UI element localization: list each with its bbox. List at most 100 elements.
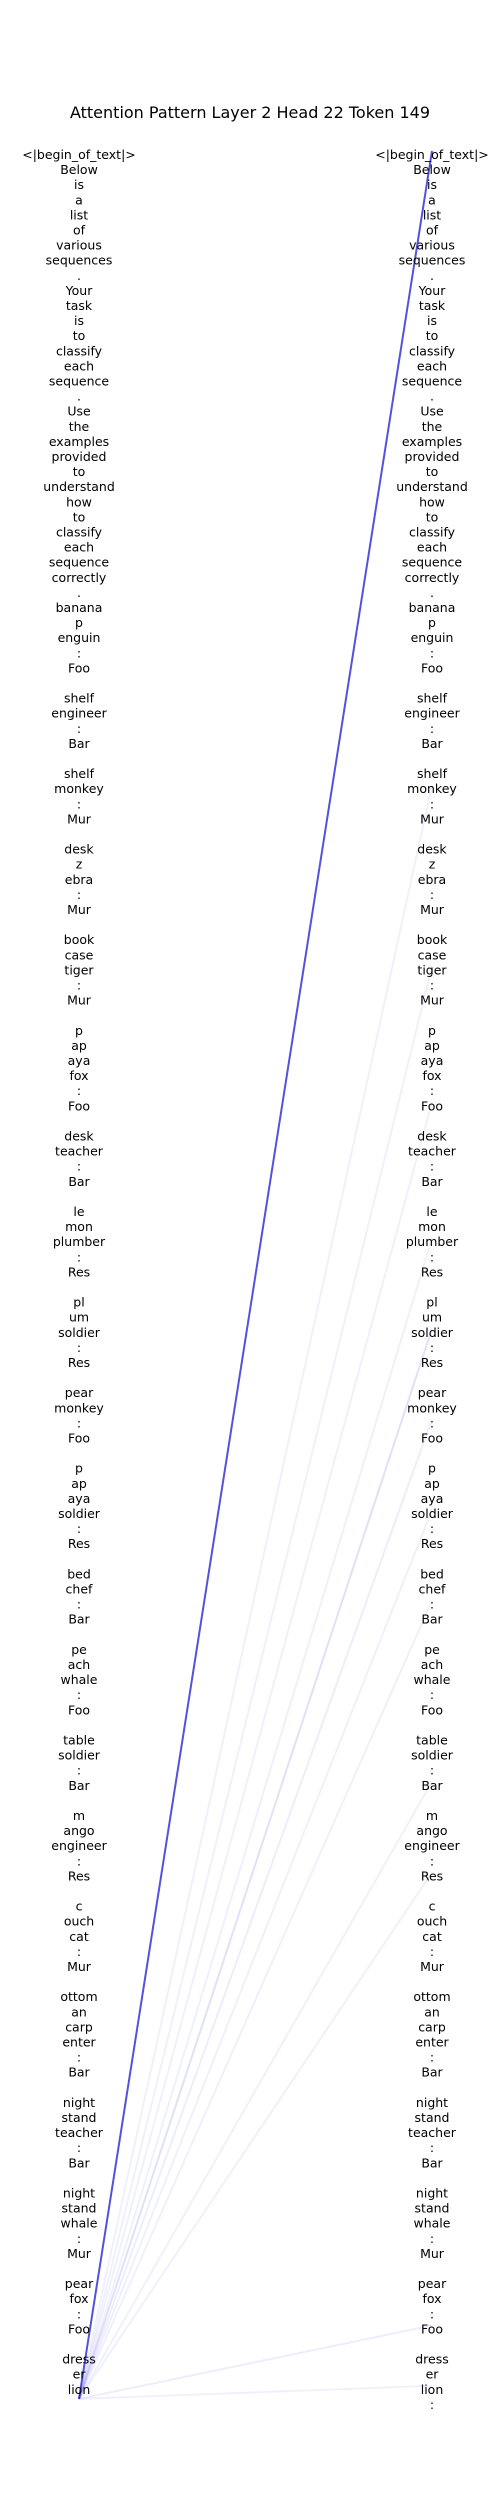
target-token: : [430,2050,434,2065]
source-token: : [77,1853,81,1868]
target-token: Bar [421,2065,443,2080]
attention-line [78,1419,433,2400]
target-token: banana [409,600,456,615]
source-token: stand [62,2110,97,2125]
target-token: Your [418,283,447,298]
source-token: pe [71,1642,87,1657]
target-token: sequences [399,253,466,268]
source-token: shelf [64,691,95,706]
target-token: cat [422,1929,442,1944]
target-token: Mur [420,2246,445,2261]
target-token: er [426,2367,440,2382]
target-token: : [430,721,434,736]
target-token: desk [417,1129,447,1144]
source-token: list [70,207,88,222]
source-token: . [77,268,81,283]
target-token: : [430,796,434,811]
target-token: <|begin_of_text|> [375,147,489,162]
source-token: aya [68,1491,91,1506]
target-token: an [424,2004,440,2019]
target-token: : [430,1944,434,1959]
target-token: sequence [402,374,463,389]
source-token: Bar [68,2065,90,2080]
attention-line [78,1509,433,2400]
attention-line [78,784,433,2400]
target-token: : [430,1159,434,1174]
source-token: soldier [58,1748,101,1763]
attention-line [78,2324,433,2400]
source-token: : [77,1944,81,1959]
source-token: classify [56,525,103,540]
source-token: plumber [53,1234,106,1249]
source-token: : [77,721,81,736]
source-token: : [77,1415,81,1430]
target-token: Foo [421,660,443,675]
target-token: each [417,358,447,373]
source-token: Foo [68,1098,90,1113]
chart-title: Attention Pattern Layer 2 Head 22 Token … [70,103,430,122]
target-token: z [429,857,436,872]
target-token: teacher [408,1144,457,1159]
source-token: Res [68,1536,90,1551]
target-token: pear [418,1385,447,1400]
attention-line [78,1102,433,2400]
source-token: desk [64,1129,94,1144]
source-token: m [73,1808,85,1823]
target-token: stand [415,2110,450,2125]
target-token: aya [421,1053,444,1068]
source-token: understand [43,479,115,494]
target-token: is [427,177,437,192]
target-token: lion [421,2382,444,2397]
source-token: : [77,1159,81,1174]
target-token: monkey [407,1400,457,1415]
source-token: to [73,328,86,343]
source-token: examples [49,434,109,449]
target-token: list [423,207,441,222]
target-token: Use [420,404,444,419]
target-token: fox [422,2291,441,2306]
target-token: night [416,2095,448,2110]
target-token: provided [405,449,460,464]
source-token: chef [66,1582,93,1597]
source-token: : [77,2231,81,2246]
target-token: ottom [413,1989,450,2004]
target-token: . [430,389,434,404]
attention-line [78,1871,433,2400]
target-token: ouch [417,1914,447,1929]
target-token: Mur [420,993,445,1008]
source-token: p [75,1023,83,1038]
source-token: tiger [64,962,94,977]
target-token: le [426,1204,437,1219]
target-token: . [430,585,434,600]
source-token: stand [62,2201,97,2216]
source-token: : [77,1521,81,1536]
source-token: . [77,585,81,600]
source-token: : [77,2140,81,2155]
source-token: is [74,177,84,192]
target-token: plumber [406,1234,459,1249]
target-token: engineer [404,1838,460,1853]
target-token: Foo [421,2321,443,2336]
target-token: fox [422,1068,441,1083]
target-token: : [430,1521,434,1536]
target-token: : [430,645,434,660]
source-token: c [76,1899,83,1914]
target-token: : [430,2140,434,2155]
target-token: Bar [421,736,443,751]
target-token: table [416,1733,448,1748]
source-token: whale [61,2216,98,2231]
target-token: : [430,2231,434,2246]
source-token: : [77,887,81,902]
target-token: Bar [421,1612,443,1627]
source-token: pl [73,1295,84,1310]
source-token: Bar [68,2155,90,2170]
source-token: each [64,540,94,555]
target-token: Res [421,1536,443,1551]
source-token: bed [67,1566,91,1581]
target-token: Res [421,1868,443,1883]
attention-lines [78,150,433,2400]
source-token: dress [62,2352,96,2367]
target-token: Foo [421,1431,443,1446]
source-token: monkey [54,1400,104,1415]
